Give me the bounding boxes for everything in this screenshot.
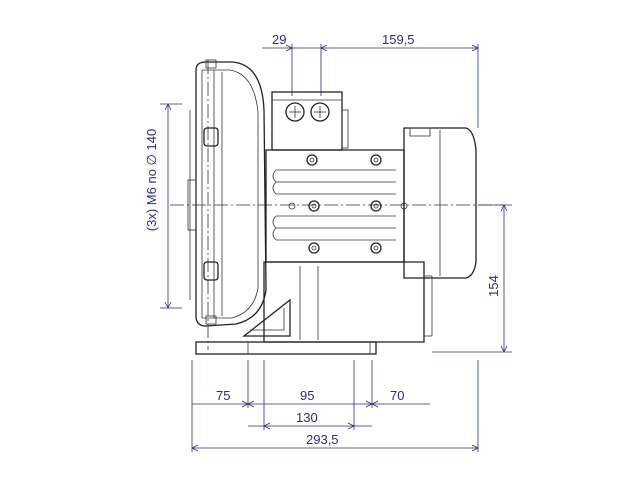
dim-70: 70 <box>390 388 404 403</box>
dim-130: 130 <box>296 410 318 425</box>
dimension-lines <box>160 44 512 452</box>
motor-body <box>195 91 477 355</box>
centerlines <box>170 60 505 350</box>
dim-140-note: (3x) M6 no ∅ 140 <box>144 129 159 231</box>
dim-293-5: 293,5 <box>306 432 339 447</box>
dim-159-5: 159,5 <box>382 32 415 47</box>
blower-housing <box>187 59 267 327</box>
dim-154: 154 <box>486 275 501 297</box>
dim-95: 95 <box>300 388 314 403</box>
dim-75: 75 <box>216 388 230 403</box>
dim-29: 29 <box>272 32 286 47</box>
